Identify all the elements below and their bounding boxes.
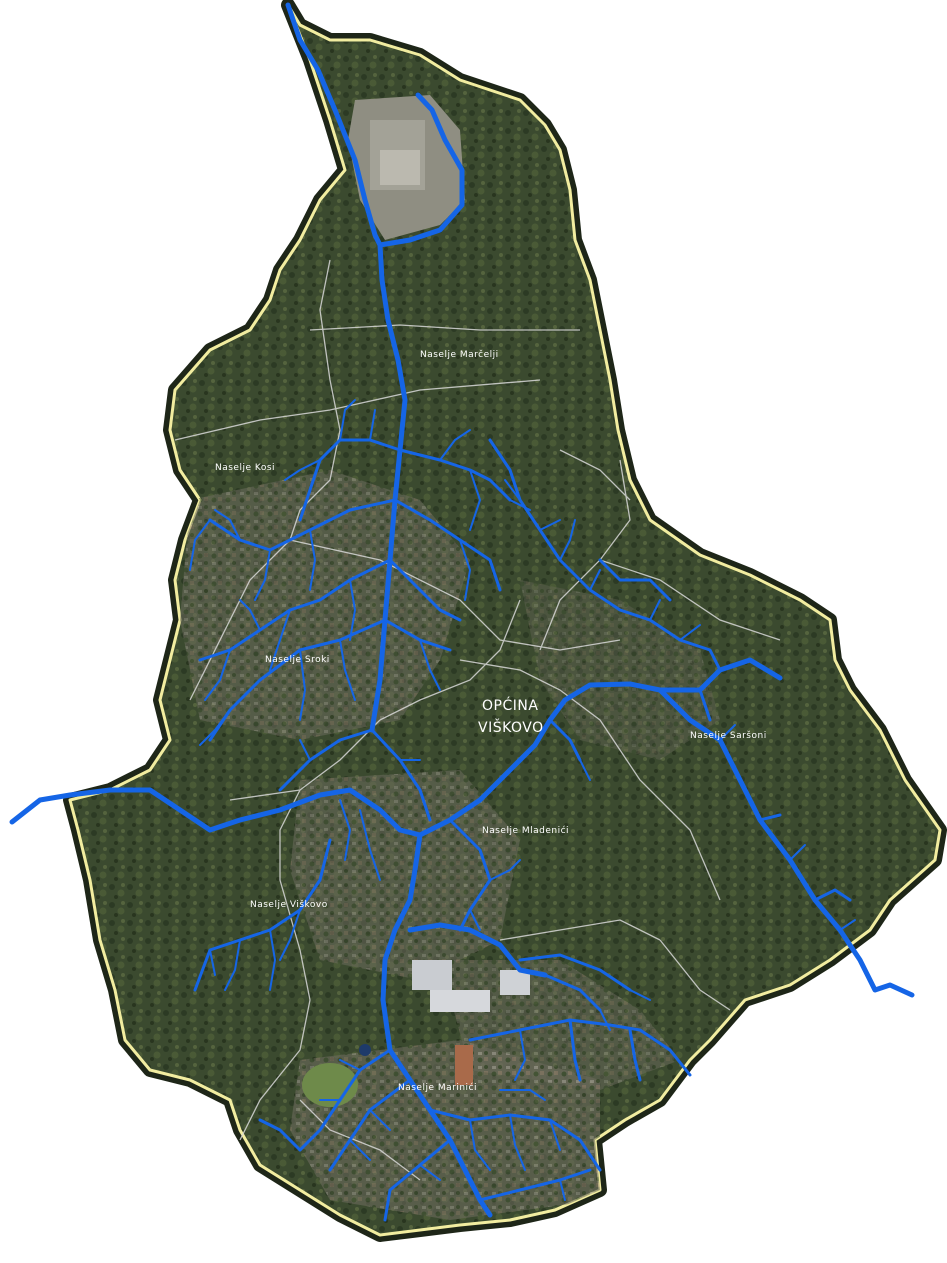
water-tank: [359, 1044, 371, 1056]
label-naselje-marinici: Naselje Marinići: [398, 1082, 477, 1093]
industrial-building: [430, 990, 490, 1012]
label-naselje-viskovo: Naselje Viškovo: [250, 899, 328, 910]
label-naselje-kosi: Naselje Kosi: [215, 463, 275, 473]
municipality-area: [68, 3, 942, 1237]
water-network[interactable]: [9, 2, 915, 1222]
label-naselje-marceiji: Naselje Marčelji: [420, 349, 499, 360]
label-municipality-line2: VIŠKOVO: [478, 718, 544, 736]
map-labels: Naselje Marčelji Naselje Kosi Naselje Sr…: [215, 349, 767, 1093]
sports-court: [455, 1045, 473, 1085]
label-naselje-sroki: Naselje Sroki: [265, 655, 330, 665]
label-naselje-saroni: Naselje Saršoni: [690, 730, 767, 741]
industrial-building: [500, 970, 530, 995]
industrial-building: [412, 960, 452, 990]
label-municipality-line1: OPĆINA: [482, 696, 538, 714]
label-naselje-mladenici: Naselje Mladenići: [482, 825, 569, 836]
